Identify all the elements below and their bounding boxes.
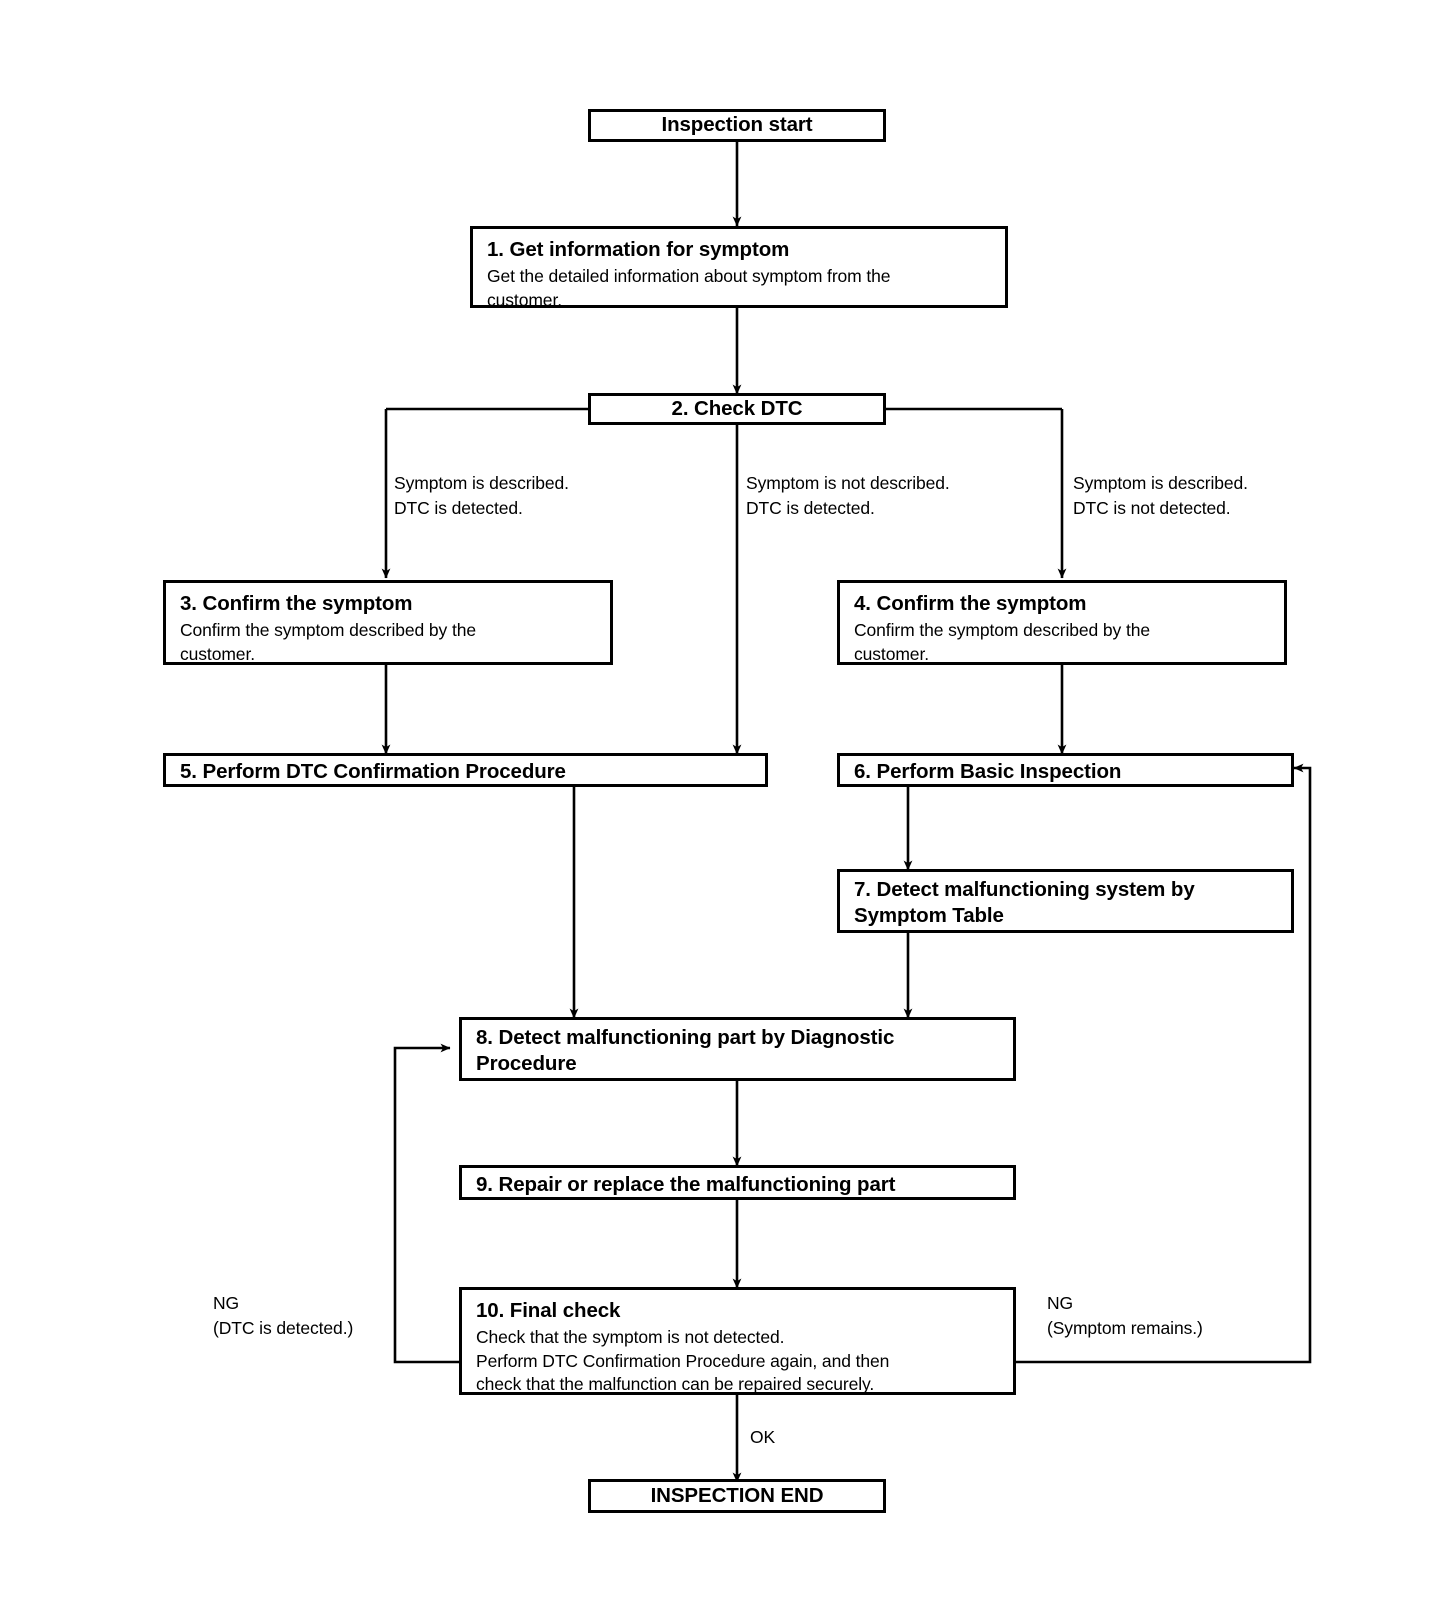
node-inspection-end[interactable]: INSPECTION END — [588, 1479, 886, 1513]
node-step-10-body: Check that the symptom is not detected. … — [476, 1327, 890, 1395]
node-step-5[interactable]: 5. Perform DTC Confirmation Procedure — [163, 753, 768, 787]
node-step-7[interactable]: 7. Detect malfunctioning system by Sympt… — [837, 869, 1294, 933]
connector-feedback-right-10-to-6 — [1016, 763, 1312, 1364]
label-branch-symptom-not-described-dtc-detected: Symptom is not described. DTC is detecte… — [746, 473, 950, 518]
node-step-4[interactable]: 4. Confirm the symptom Confirm the sympt… — [837, 580, 1287, 665]
node-step-9[interactable]: 9. Repair or replace the malfunctioning … — [459, 1165, 1016, 1200]
node-step-1-title: 1. Get information for symptom — [487, 238, 790, 261]
node-step-6-title: 6. Perform Basic Inspection — [854, 760, 1122, 783]
label-branch-symptom-described-dtc-detected: Symptom is described. DTC is detected. — [394, 473, 569, 518]
node-step-4-body: Confirm the symptom described by the cus… — [854, 620, 1150, 664]
node-step-8[interactable]: 8. Detect malfunctioning part by Diagnos… — [459, 1017, 1016, 1081]
node-step-1-body: Get the detailed information about sympt… — [487, 266, 891, 310]
node-step-8-title: 8. Detect malfunctioning part by Diagnos… — [476, 1026, 895, 1076]
connector-feedback-left-10-to-8 — [393, 1043, 460, 1364]
label-branch-symptom-described-dtc-not-detected: Symptom is described. DTC is not detecte… — [1073, 473, 1248, 518]
node-inspection-start-title: Inspection start — [661, 113, 813, 137]
node-inspection-start[interactable]: Inspection start — [588, 109, 886, 142]
node-inspection-end-title: INSPECTION END — [650, 1483, 824, 1507]
node-step-9-title: 9. Repair or replace the malfunctioning … — [476, 1173, 896, 1196]
node-step-2-title: 2. Check DTC — [671, 396, 803, 420]
node-step-3-title: 3. Confirm the symptom — [180, 592, 413, 615]
node-step-2[interactable]: 2. Check DTC — [588, 393, 886, 425]
node-step-7-title: 7. Detect malfunctioning system by Sympt… — [854, 878, 1195, 928]
node-step-10-title: 10. Final check — [476, 1299, 621, 1322]
node-step-10[interactable]: 10. Final check Check that the symptom i… — [459, 1287, 1016, 1395]
label-ng-dtc-is-detected: NG (DTC is detected.) — [213, 1293, 354, 1338]
node-step-4-title: 4. Confirm the symptom — [854, 592, 1087, 615]
node-step-6[interactable]: 6. Perform Basic Inspection — [837, 753, 1294, 787]
node-step-3[interactable]: 3. Confirm the symptom Confirm the sympt… — [163, 580, 613, 665]
node-step-5-title: 5. Perform DTC Confirmation Procedure — [180, 760, 566, 783]
node-step-3-body: Confirm the symptom described by the cus… — [180, 620, 476, 664]
node-step-1[interactable]: 1. Get information for symptom Get the d… — [470, 226, 1008, 310]
label-ok: OK — [750, 1427, 776, 1447]
label-ng-symptom-remains: NG (Symptom remains.) — [1047, 1293, 1203, 1338]
